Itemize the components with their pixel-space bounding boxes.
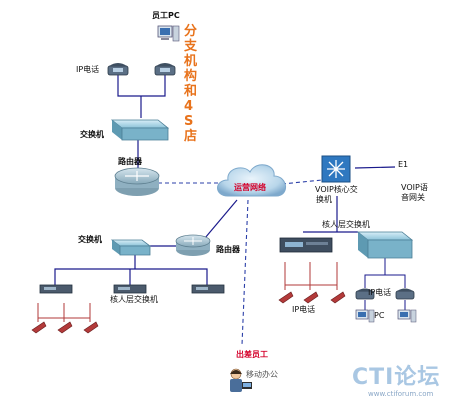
router-mid-icon [175, 234, 211, 256]
voip-core-label-line2: 换机 [316, 195, 332, 204]
mid-links [54, 166, 396, 285]
ip-phone-top-left-icon [107, 63, 129, 76]
watermark-brand: CTI论坛 [352, 365, 441, 390]
phone-links [37, 262, 338, 322]
access-switch-mid-label: 核人层交换机 [110, 295, 158, 304]
access-device-right-icon [191, 284, 225, 294]
watermark-logo: CTI论坛 www.ctiforum.com [352, 365, 456, 398]
access-device-center-icon [113, 284, 147, 294]
pc-right-label: PC [374, 311, 385, 320]
right-access-links [364, 258, 406, 310]
watermark-url: www.ctiforum.com [368, 390, 434, 398]
cloud-label: 运营网络 [234, 183, 266, 192]
ip-phone-top-label: IP电话 [76, 65, 100, 74]
pc-right-right-icon [397, 309, 417, 323]
traveling-employee-label: 出差员工 [236, 350, 268, 359]
router-mid-label: 路由器 [216, 245, 240, 254]
ip-phone-right-label: IP电话 [368, 288, 392, 297]
ip-phone-right-right-icon [395, 288, 415, 300]
voip-core-label-line1: VOIP核心交 [315, 185, 358, 194]
voip-gateway-device-icon [279, 237, 333, 253]
switch-mid-label: 交换机 [78, 235, 102, 244]
employee-pc-icon [157, 25, 180, 42]
pc-right-left-icon [355, 309, 375, 323]
access-device-left-icon [39, 284, 73, 294]
router-top-icon [114, 167, 160, 196]
traveling-employee-icon [230, 368, 252, 392]
switch-top-icon [110, 119, 170, 141]
ip-phone-right-left-icon [355, 288, 375, 300]
ip-phone-top-right-icon [154, 63, 176, 76]
analog-phones-left-icon [31, 321, 99, 334]
top-branch-links [117, 75, 166, 170]
switch-top-label: 交换机 [80, 130, 104, 139]
operator-network-cloud [217, 164, 286, 197]
branch-title: 分支机构和4S店 [184, 24, 198, 144]
ip-phone-bottom-label: IP电话 [292, 305, 316, 314]
router-top-label: 路由器 [118, 157, 142, 166]
access-switch-right-icon [356, 231, 414, 259]
voip-core-switch-icon [321, 155, 351, 183]
wan-dashed-links [158, 179, 323, 346]
mobile-office-label: 移动办公 [246, 370, 278, 379]
e1-label: E1 [398, 160, 409, 169]
voip-gateway-label-line2: 音网关 [401, 193, 425, 202]
access-switch-right-label: 核人层交换机 [322, 220, 370, 229]
voip-gateway-label-line1: VOIP语 [401, 183, 428, 192]
employee-pc-label: 员工PC [152, 11, 180, 20]
switch-mid-icon [110, 239, 152, 256]
analog-phones-right-icon [278, 291, 346, 304]
